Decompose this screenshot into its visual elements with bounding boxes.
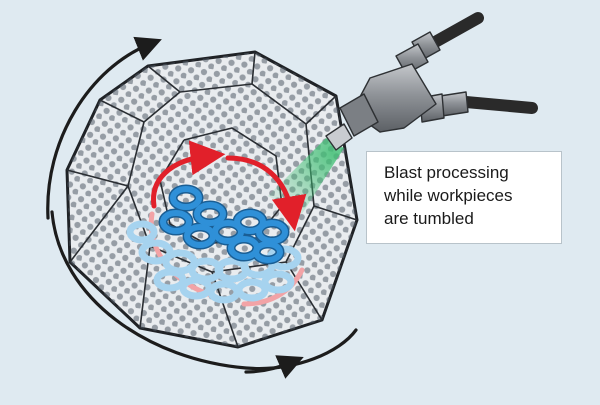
- caption-box: Blast processing while workpieces are tu…: [366, 151, 562, 244]
- caption-line-2: while workpieces: [384, 186, 513, 205]
- blast-gun-icon: [325, 12, 538, 151]
- caption-line-1: Blast processing: [384, 163, 509, 182]
- tumbling-drum: [65, 50, 359, 349]
- workpiece-ring-icon: [160, 186, 288, 263]
- drum-rotation-arrow-icon: [46, 36, 358, 379]
- caption-line-3: are tumbled: [384, 209, 474, 228]
